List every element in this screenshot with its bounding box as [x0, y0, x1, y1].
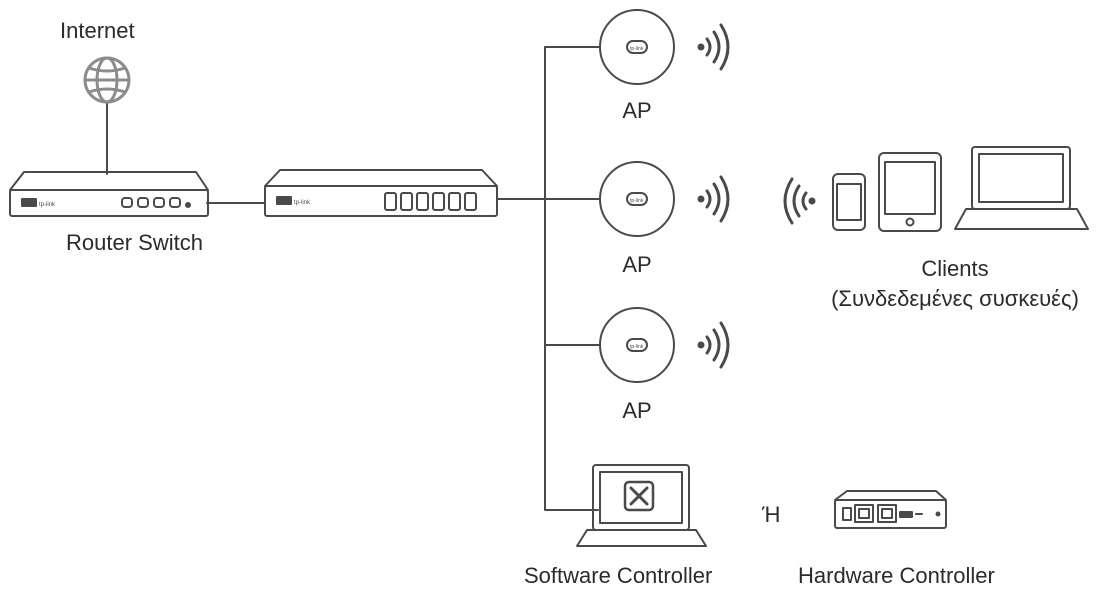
or-label: Ή [762, 502, 781, 527]
hardware-controller-label: Hardware Controller [798, 563, 995, 588]
tablet-icon [878, 152, 942, 232]
ap-label-2: AP [622, 252, 652, 277]
switch-icon [264, 169, 498, 217]
wifi-signal-icon [697, 321, 730, 369]
clients-label: Clients [921, 256, 989, 281]
access-point-icon [599, 9, 675, 85]
phone-icon [832, 173, 866, 231]
ap-label-1: AP [622, 98, 652, 123]
software-controller-label: Software Controller [524, 563, 713, 588]
connection-lines [106, 46, 601, 511]
access-point-icon [599, 161, 675, 237]
hardware-controller-icon [834, 490, 947, 529]
wifi-signal-icon [783, 177, 816, 225]
software-controller-icon [576, 464, 707, 547]
router-switch-label: Router Switch [66, 230, 203, 255]
laptop-icon [954, 146, 1089, 230]
ap-label-3: AP [622, 398, 652, 423]
internet-label: Internet [60, 18, 135, 43]
wifi-signal-icon [697, 23, 730, 71]
router-icon [9, 171, 209, 217]
controller-tool-icon [623, 480, 655, 512]
globe-icon [83, 56, 131, 104]
clients-sublabel: (Συνδεδεμένες συσκευές) [831, 286, 1079, 311]
wifi-signal-icon [697, 175, 730, 223]
access-point-icon [599, 307, 675, 383]
